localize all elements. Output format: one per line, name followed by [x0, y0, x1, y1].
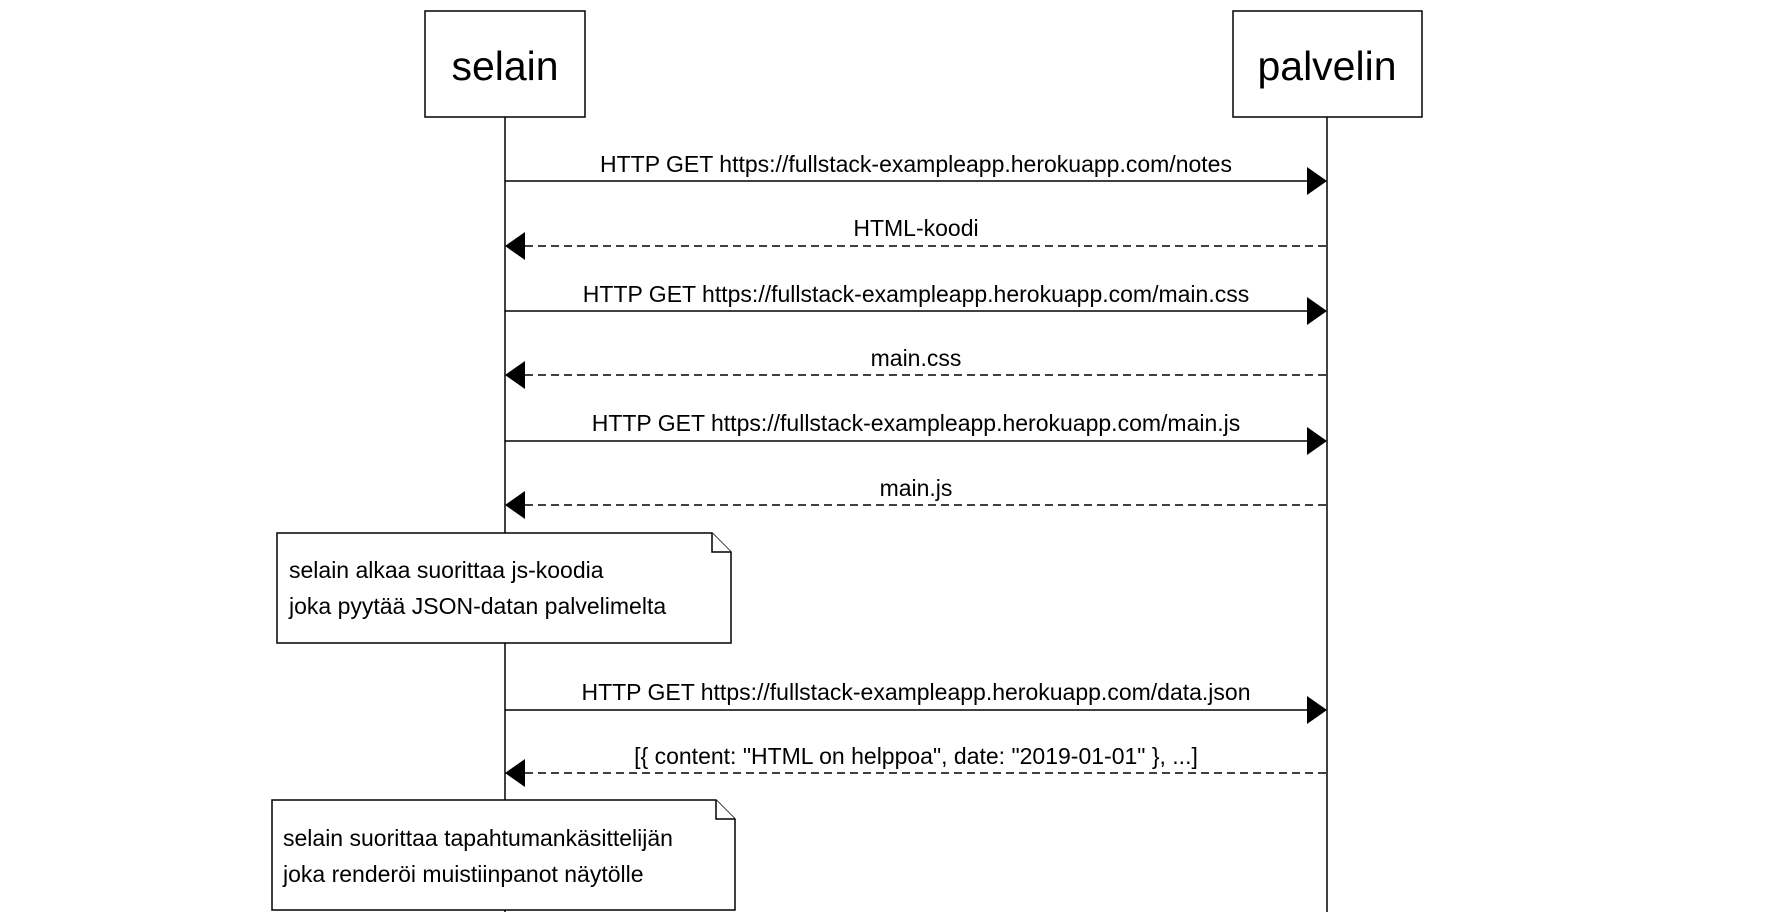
note-fold — [715, 800, 735, 820]
arrow-head-right — [1307, 297, 1327, 325]
message-label: main.js — [880, 475, 953, 501]
message-label: main.css — [871, 345, 962, 371]
participant-palvelin-label: palvelin — [1257, 43, 1396, 89]
message-css-request: HTTP GET https://fullstack-exampleapp.he… — [505, 281, 1327, 325]
arrow-head-right — [1307, 696, 1327, 724]
arrow-head-left — [505, 361, 525, 389]
note-line: joka renderöi muistiinpanot näytölle — [282, 861, 644, 887]
message-notes-request: HTTP GET https://fullstack-exampleapp.he… — [505, 151, 1327, 195]
participant-palvelin: palvelin — [1232, 10, 1423, 118]
message-js-response: main.js — [505, 475, 1327, 519]
note-line: selain suorittaa tapahtumankäsittelijän — [283, 825, 673, 851]
arrow-head-left — [505, 232, 525, 260]
message-label: HTTP GET https://fullstack-exampleapp.he… — [583, 281, 1249, 307]
participant-palvelin-box — [1232, 10, 1423, 118]
note-js-execution: selain alkaa suorittaa js-koodia joka py… — [276, 532, 732, 644]
note-fold — [711, 533, 731, 553]
message-label: HTTP GET https://fullstack-exampleapp.he… — [592, 410, 1241, 436]
arrow-head-right — [1307, 167, 1327, 195]
message-label: HTML-koodi — [853, 215, 978, 241]
note-line: joka pyytää JSON-datan palvelimelta — [288, 593, 666, 619]
message-data-response: [{ content: "HTML on helppoa", date: "20… — [505, 743, 1327, 787]
participant-selain: selain — [424, 10, 586, 118]
note-line: selain alkaa suorittaa js-koodia — [289, 557, 604, 583]
message-label: HTTP GET https://fullstack-exampleapp.he… — [600, 151, 1232, 177]
participant-selain-label: selain — [451, 43, 558, 89]
message-html-response: HTML-koodi — [505, 215, 1327, 260]
arrow-head-left — [505, 759, 525, 787]
participant-selain-box — [424, 10, 586, 118]
arrow-head-right — [1307, 427, 1327, 455]
arrow-head-left — [505, 491, 525, 519]
note-box — [271, 799, 736, 911]
message-css-response: main.css — [505, 345, 1327, 389]
message-label: [{ content: "HTML on helppoa", date: "20… — [634, 743, 1198, 769]
note-render-notes: selain suorittaa tapahtumankäsittelijän … — [271, 799, 736, 911]
message-data-request: HTTP GET https://fullstack-exampleapp.he… — [505, 679, 1327, 724]
note-box — [276, 532, 732, 644]
message-js-request: HTTP GET https://fullstack-exampleapp.he… — [505, 410, 1327, 455]
message-label: HTTP GET https://fullstack-exampleapp.he… — [581, 679, 1250, 705]
